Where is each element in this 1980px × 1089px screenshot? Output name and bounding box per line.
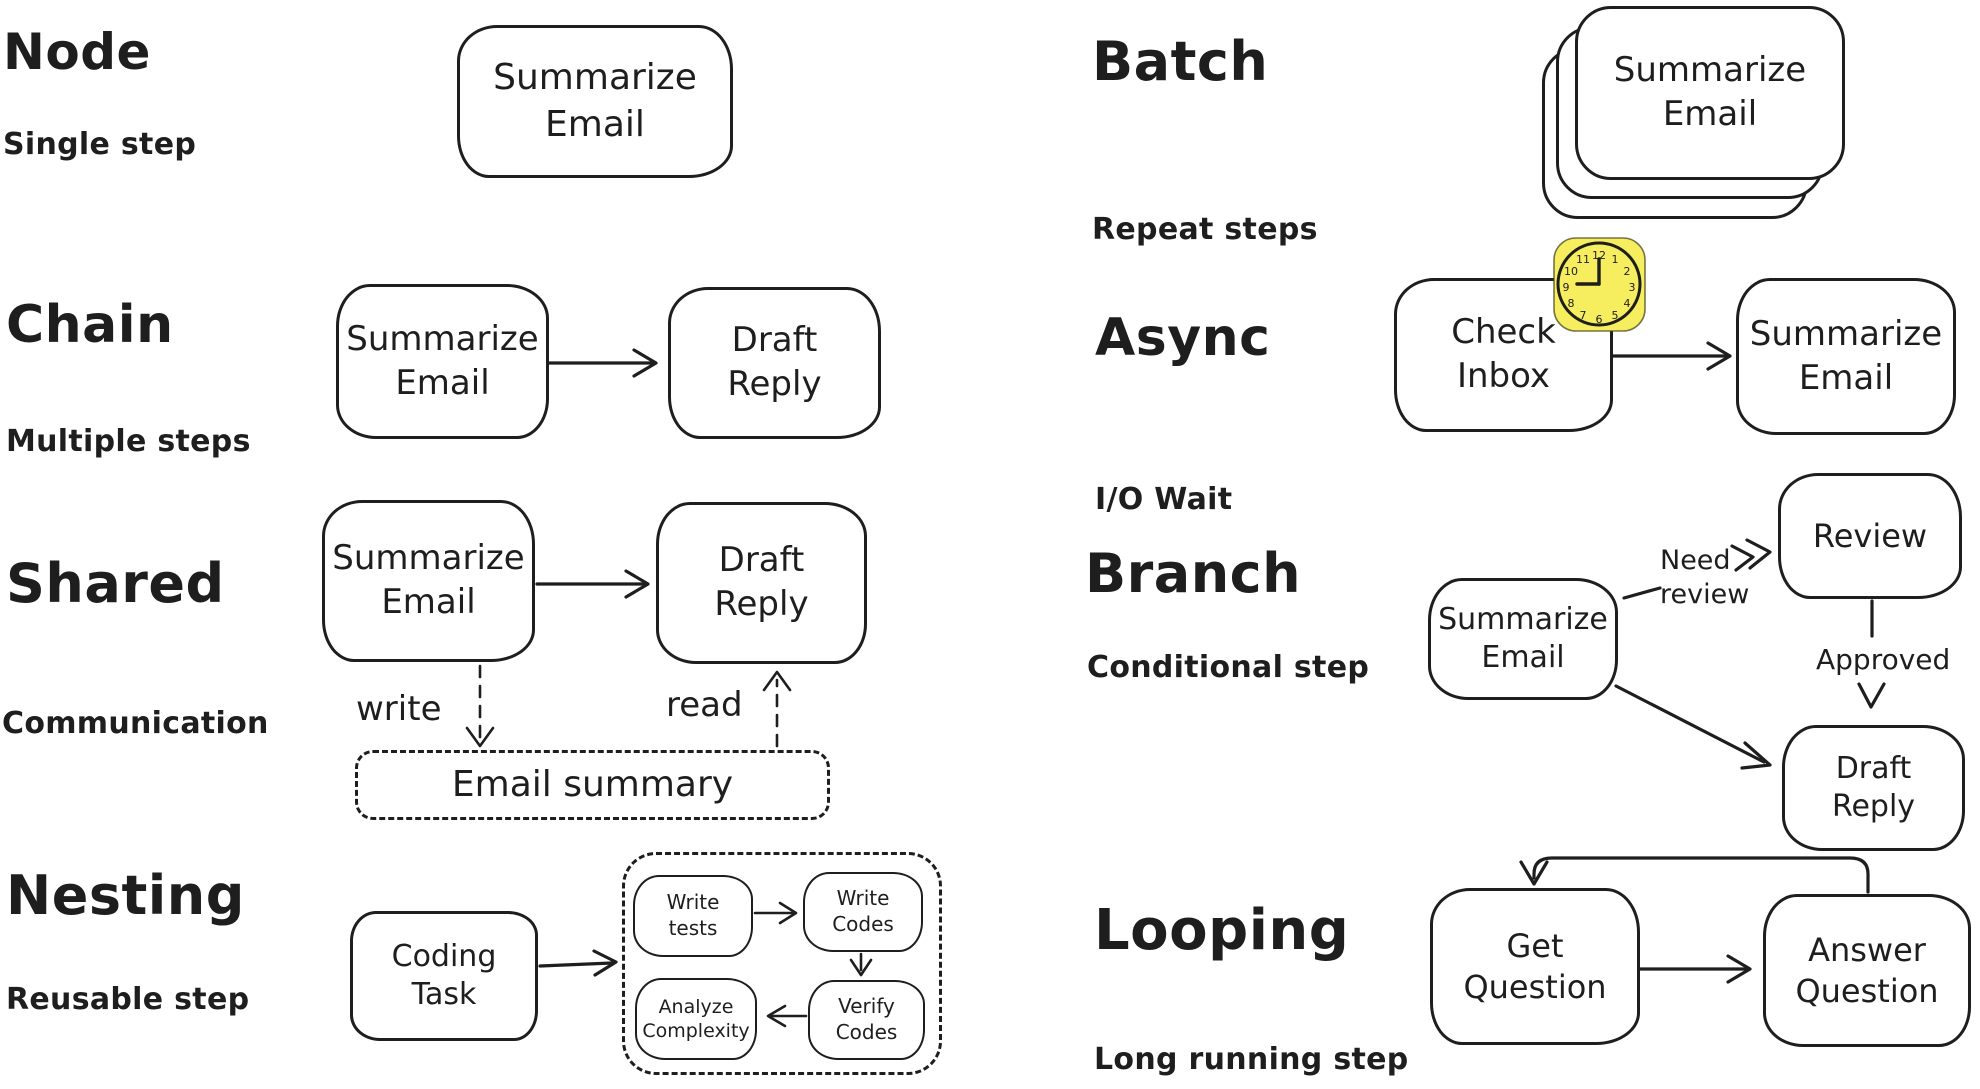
batch-subtitle: Repeat steps	[1092, 212, 1318, 247]
shared-arrow	[535, 569, 650, 599]
nesting-inner-arrow-2	[849, 952, 873, 977]
chain-subtitle: Multiple steps	[6, 424, 251, 459]
shared-store-email-summary: Email summary	[355, 750, 830, 820]
branch-title: Branch	[1085, 542, 1302, 605]
svg-text:3: 3	[1629, 281, 1636, 294]
batch-title: Batch	[1092, 30, 1269, 93]
svg-text:7: 7	[1580, 309, 1587, 322]
clock-icon: 12 1 2 3 4 5 6 7 8 9 10 11	[1553, 237, 1646, 332]
branch-direct-arrow	[1614, 684, 1772, 770]
svg-text:6: 6	[1596, 313, 1603, 326]
shared-box-summarize-email: Summarize Email	[322, 500, 535, 662]
node-subtitle: Single step	[3, 127, 197, 162]
looping-box-get-question: Get Question	[1430, 888, 1640, 1045]
async-subtitle: I/O Wait	[1095, 482, 1233, 517]
svg-text:4: 4	[1624, 297, 1631, 310]
branch-subtitle: Conditional step	[1087, 650, 1370, 685]
svg-text:10: 10	[1564, 265, 1578, 278]
nesting-entry-arrow	[538, 949, 618, 977]
svg-text:5: 5	[1612, 309, 1619, 322]
branch-approved-arrow	[1857, 599, 1886, 709]
branch-box-summarize-email: Summarize Email	[1428, 578, 1618, 700]
shared-subtitle: Communication	[2, 706, 269, 741]
svg-text:1: 1	[1612, 253, 1619, 266]
svg-text:8: 8	[1568, 297, 1575, 310]
branch-approved-label: Approved	[1816, 643, 1951, 676]
looping-arrow	[1638, 954, 1752, 984]
chain-title: Chain	[6, 295, 174, 355]
nesting-inner-arrow-1	[753, 901, 798, 925]
nesting-inner-arrow-3	[766, 1004, 808, 1028]
branch-box-draft-reply: Draft Reply	[1782, 725, 1965, 851]
async-arrow	[1611, 341, 1732, 371]
nesting-box-coding-task: Coding Task	[350, 911, 538, 1041]
shared-write-label: write	[356, 689, 442, 729]
svg-text:2: 2	[1624, 265, 1631, 278]
chain-box-summarize-email: Summarize Email	[336, 284, 549, 439]
svg-text:12: 12	[1592, 249, 1606, 262]
looping-subtitle: Long running step	[1094, 1042, 1409, 1077]
nesting-container	[622, 852, 942, 1075]
looping-title: Looping	[1094, 898, 1350, 963]
looping-loopback-arrow	[1519, 856, 1870, 894]
branch-need-review-arrow	[1622, 538, 1772, 600]
batch-card-front-summarize-email: Summarize Email	[1575, 6, 1845, 180]
async-title: Async	[1095, 308, 1271, 368]
nesting-box-write-tests: Write tests	[633, 875, 753, 957]
node-box-summarize-email: Summarize Email	[457, 25, 733, 178]
shared-write-arrow	[465, 664, 495, 748]
branch-box-review: Review	[1778, 473, 1962, 599]
svg-text:11: 11	[1576, 253, 1590, 266]
svg-text:9: 9	[1563, 281, 1570, 294]
node-title: Node	[3, 23, 151, 81]
looping-box-answer-question: Answer Question	[1763, 894, 1971, 1047]
shared-title: Shared	[6, 552, 225, 615]
nesting-subtitle: Reusable step	[6, 982, 250, 1017]
chain-box-draft-reply: Draft Reply	[668, 287, 881, 439]
chain-arrow	[547, 348, 658, 378]
shared-read-label: read	[666, 685, 743, 725]
branch-need-review-label: Need review	[1660, 545, 1750, 610]
nesting-box-analyze-complexity: Analyze Complexity	[635, 978, 757, 1060]
async-box-summarize-email: Summarize Email	[1736, 278, 1956, 435]
nesting-title: Nesting	[6, 864, 245, 927]
shared-box-draft-reply: Draft Reply	[656, 502, 867, 664]
nesting-box-verify-codes: Verify Codes	[808, 980, 925, 1060]
shared-read-arrow	[762, 670, 792, 748]
nesting-box-write-codes: Write Codes	[803, 872, 923, 952]
